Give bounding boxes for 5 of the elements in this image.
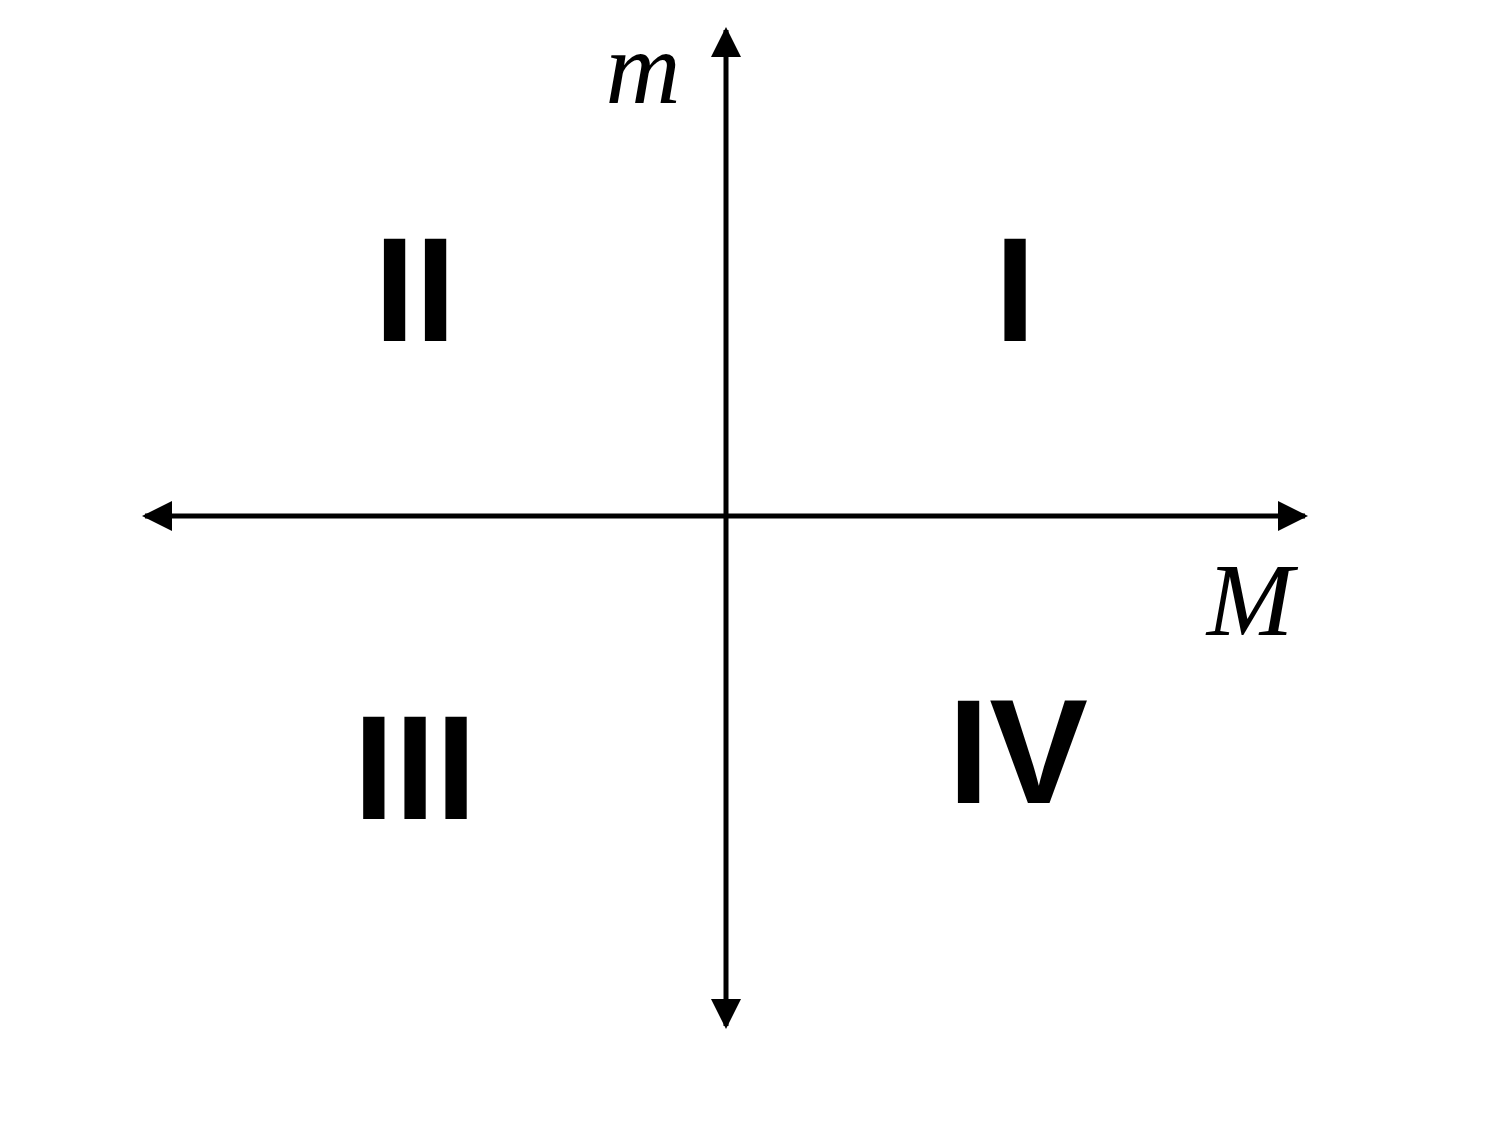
quadrant-label: IV [948,678,1088,826]
axis-label: m [605,16,681,120]
quadrant-label: III [353,694,477,842]
quadrant-label: I [994,216,1036,364]
quadrant-label: II [373,216,457,364]
